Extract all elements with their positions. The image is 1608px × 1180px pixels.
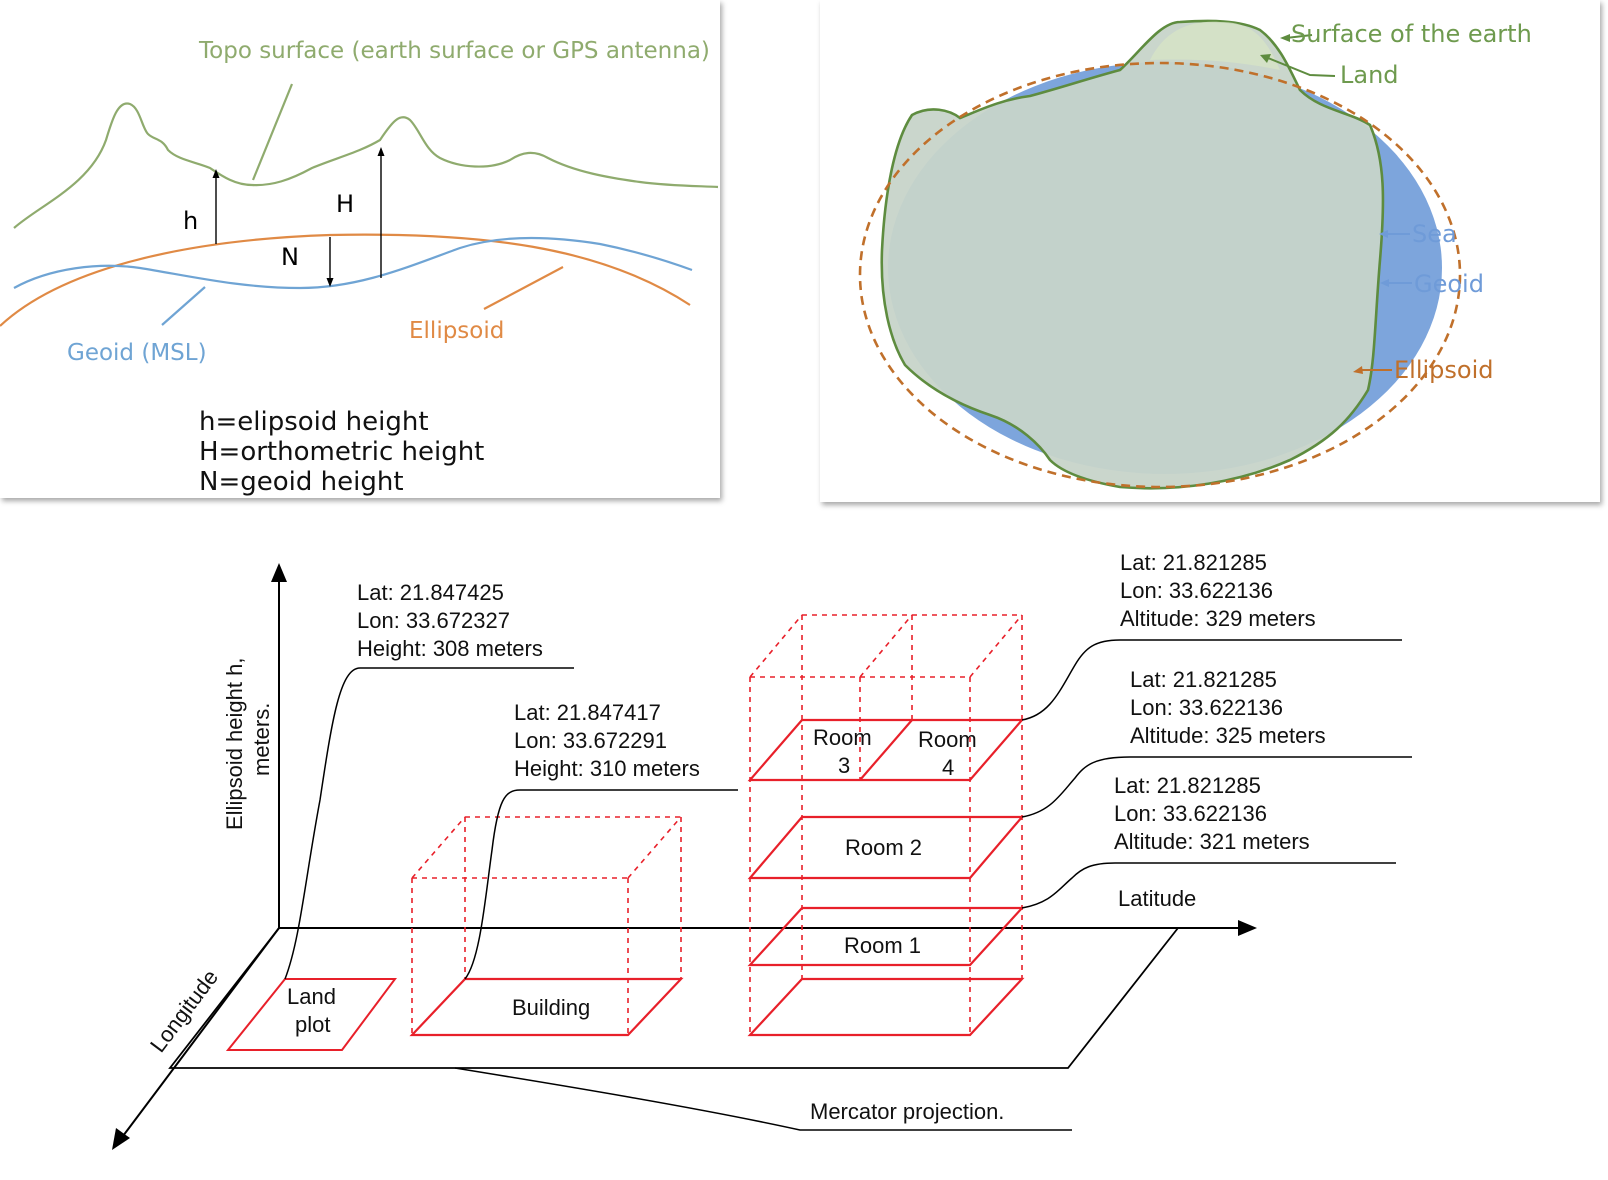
longitude-axis [119,927,280,1141]
tower-floors [747,718,1025,1037]
land-label: Land [1340,61,1399,89]
latitude-label: Latitude [1118,886,1196,911]
geoid-label: Geoid [1414,270,1484,298]
n-arrow-head [326,278,334,287]
y-axis-label-1: Ellipsoid height h, [222,658,247,830]
h-label: h [183,207,198,235]
geoid-line [13,237,693,290]
sea-leader-head [1379,230,1388,238]
projection-label: Mercator projection. [810,1099,1004,1124]
room2-ann-line-1: Lat: 21.821285 [1130,667,1277,692]
surface-leader-head [1280,34,1290,42]
geoid-leader-head [1380,279,1389,287]
room-2-slab [747,815,1025,880]
ellipsoid-label: Ellipsoid [409,318,504,344]
legend-line-3: N=geoid height [199,467,404,497]
room-4-label-2: 4 [942,755,954,780]
room34-ann-leader [1021,639,1402,721]
room34-ann-line-1: Lat: 21.821285 [1120,550,1267,575]
ellipsoid-leader-head [1353,366,1363,374]
h-ortho-label: H [336,190,354,218]
latitude-axis-arrow [1238,920,1257,936]
room2-ann-line-3: Altitude: 325 meters [1130,723,1326,748]
height-diagram: Topo surface (earth surface or GPS anten… [0,38,719,497]
land-plot-label-1: Land [287,984,336,1009]
longitude-axis-arrow [112,1128,130,1150]
legend-line-1: h=elipsoid height [199,407,429,437]
y-axis-label-2: meters. [249,703,274,776]
sea-label: Sea [1412,220,1457,248]
building-ann-leader [464,789,738,980]
h-ortho-arrow-head [377,147,385,156]
diagram-labels: Ellipsoid height h, meters. Latitude Lon… [145,550,1326,1124]
building-box [409,816,684,1037]
room-2-label: Room 2 [845,835,922,860]
room34-ann-line-3: Altitude: 329 meters [1120,606,1316,631]
land-plot-label-2: plot [295,1012,330,1037]
geoid-leader-line [161,286,206,326]
room-1-label: Room 1 [844,933,921,958]
room1-ann-line-1: Lat: 21.821285 [1114,773,1261,798]
height-diagram-panel: Topo surface (earth surface or GPS anten… [0,0,720,498]
topo-label: Topo surface (earth surface or GPS anten… [198,38,710,64]
building-ann-line-3: Height: 310 meters [514,756,700,781]
ground-floor-slab [747,977,1025,1037]
earth-surface-diagram: Surface of the earth Land Sea Geoid Elli… [858,19,1532,490]
tower-frame [749,614,1023,1035]
n-label: N [281,243,299,271]
room2-ann-leader [1021,756,1412,818]
land-ann-line-2: Lon: 33.672327 [357,608,510,633]
land-outline [880,19,1385,490]
building-label: Building [512,995,590,1020]
ellipsoid-leader-line [483,266,564,310]
ellipsoid-line [0,233,691,327]
room-3-4-divider [859,719,913,781]
land-plot-shape [225,978,397,1051]
legend-line-2: H=orthometric height [199,437,484,467]
projection-plane [168,927,1179,1069]
topo-surface-line [13,102,719,229]
building-ann-line-2: Lon: 33.672291 [514,728,667,753]
topo-leader-line [251,83,294,181]
room1-ann-leader [1021,862,1396,909]
land-leader [1267,57,1336,77]
longitude-label: Longitude [145,965,223,1057]
room-4-label-1: Room [918,727,977,752]
land-leader-head [1260,54,1271,63]
h-arrow-head [212,169,220,178]
room1-ann-line-2: Lon: 33.622136 [1114,801,1267,826]
building-ann-line-1: Lat: 21.847417 [514,700,661,725]
room-3-label-1: Room [813,725,872,750]
land-ann-leader [284,667,574,980]
height-axis-arrow [271,563,287,582]
land-ann-line-1: Lat: 21.847425 [357,580,504,605]
land-bulge [1150,21,1280,70]
room-3-label-2: 3 [838,753,850,778]
earth-surface-panel: Surface of the earth Land Sea Geoid Elli… [820,0,1600,502]
surface-label: Surface of the earth [1291,20,1532,48]
projection-leader [454,1067,1072,1131]
room-1-slab [747,906,1025,967]
room1-ann-line-3: Altitude: 321 meters [1114,829,1310,854]
room34-ann-line-2: Lon: 33.622136 [1120,578,1273,603]
ellipsoid-label: Ellipsoid [1394,356,1494,384]
spatial-hierarchy-group [112,563,1412,1150]
geoid-label: Geoid (MSL) [67,340,207,366]
room2-ann-line-2: Lon: 33.622136 [1130,695,1283,720]
room-3-4-slab [747,718,1025,782]
land-shape [881,20,1383,489]
ellipsoid-dashed [858,61,1462,489]
land-ann-line-3: Height: 308 meters [357,636,543,661]
surface-leader [1285,34,1313,39]
